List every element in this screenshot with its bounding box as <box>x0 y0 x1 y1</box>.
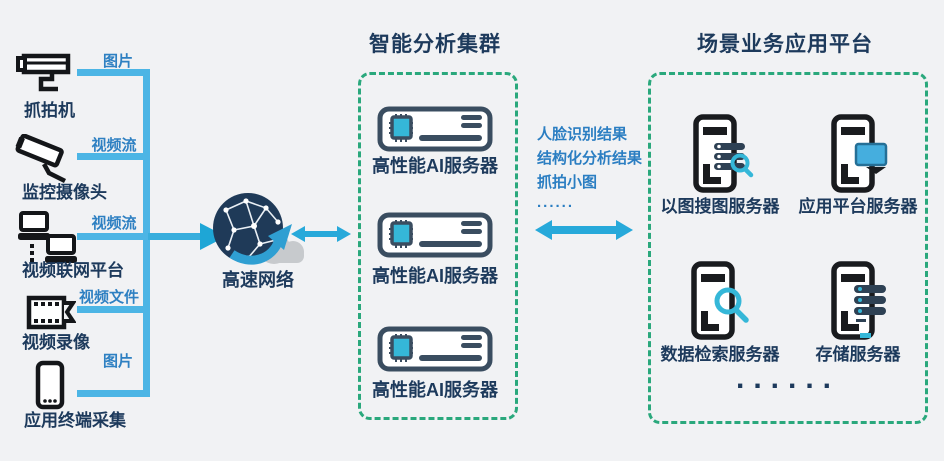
image-search-server-icon <box>693 114 754 193</box>
flow-tag-video-file: 视频文件 <box>78 289 139 306</box>
source-label-video-network-platform: 视频联网平台 <box>22 261 124 280</box>
analysis-cluster-title: 智能分析集群 <box>369 33 501 56</box>
collector-line <box>143 69 150 397</box>
ai-server-label-1: 高性能AI服务器 <box>372 156 498 176</box>
flow-line-5 <box>77 390 150 397</box>
video-file-icon <box>26 295 76 330</box>
server-label-data-retrieval: 数据检索服务器 <box>660 345 780 364</box>
analysis-cluster-box <box>358 72 518 420</box>
cctv-camera-icon <box>15 134 67 184</box>
network-globe-icon <box>213 193 304 265</box>
flow-line-1 <box>77 69 150 76</box>
ai-server-icon <box>377 326 493 372</box>
ai-server-icon <box>377 212 493 258</box>
flow-tag-image-2: 图片 <box>102 353 133 370</box>
snapshot-camera-icon <box>16 53 71 92</box>
double-arrow-network-cluster-icon <box>291 226 351 242</box>
server-label-app-platform: 应用平台服务器 <box>798 197 918 216</box>
ai-server-label-3: 高性能AI服务器 <box>372 380 498 400</box>
application-platform-box <box>648 72 928 424</box>
source-label-app-terminal: 应用终端采集 <box>24 411 126 430</box>
networked-computers-icon <box>18 211 77 263</box>
flow-line-3 <box>77 233 150 240</box>
double-arrow-cluster-platform-icon <box>535 220 633 240</box>
server-label-storage: 存储服务器 <box>815 345 901 364</box>
flow-tag-image-1: 图片 <box>102 53 133 70</box>
platform-ellipsis: ...... <box>735 362 840 395</box>
server-label-image-search: 以图搜图服务器 <box>660 197 780 216</box>
flow-line-2 <box>77 153 150 160</box>
ai-server-icon <box>377 106 493 152</box>
smartphone-icon <box>35 360 65 410</box>
source-label-cctv-camera: 监控摄像头 <box>22 183 107 202</box>
source-label-video-recording: 视频录像 <box>22 333 90 352</box>
flow-tag-video-stream-2: 视频流 <box>91 215 137 232</box>
data-retrieval-server-icon <box>691 261 749 340</box>
application-platform-title: 场景业务应用平台 <box>697 33 873 56</box>
transfer-result-snapshot: 抓拍小图 <box>537 174 598 191</box>
transfer-ellipsis: ...... <box>537 194 575 211</box>
flow-tag-video-stream-1: 视频流 <box>91 137 137 154</box>
transfer-result-face: 人脸识别结果 <box>537 126 628 143</box>
transfer-result-structured: 结构化分析结果 <box>537 150 643 167</box>
source-label-snapshot-camera: 抓拍机 <box>24 101 75 120</box>
flow-line-4 <box>77 306 150 313</box>
arrow-to-network-icon <box>148 223 226 250</box>
network-label: 高速网络 <box>222 270 294 290</box>
ai-server-label-2: 高性能AI服务器 <box>372 266 498 286</box>
storage-server-icon <box>831 261 886 340</box>
app-platform-server-icon <box>831 114 888 193</box>
